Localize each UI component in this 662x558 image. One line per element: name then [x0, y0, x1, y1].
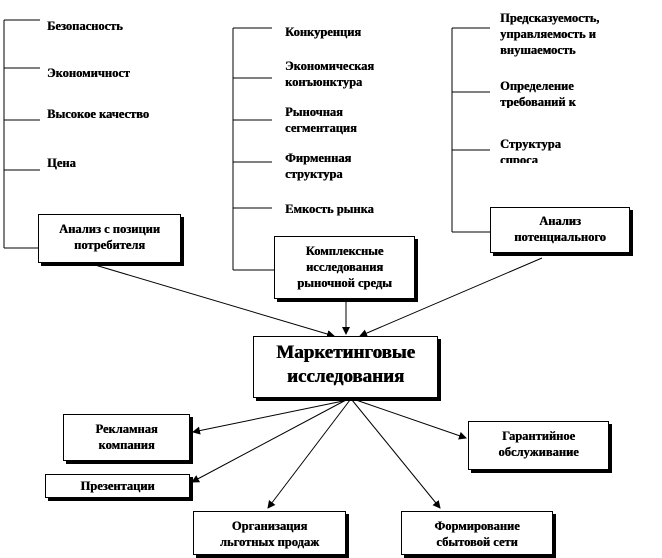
- factor-competition: Конкуренция: [285, 25, 362, 39]
- preferential-sales-line-2: льготных продаж: [219, 535, 320, 549]
- factor-market-segmentation: Рыночная сегментация: [285, 105, 357, 135]
- factor-demand-structure: Структура спроса: [500, 137, 561, 163]
- factor-economic-conjuncture: Экономическая конъюнктура: [285, 59, 375, 89]
- factor-economy: Экономичност: [47, 66, 130, 80]
- advertising-campaign-box: Рекламная компания: [63, 414, 190, 461]
- warranty-line-1: Гарантийное: [501, 429, 576, 443]
- potential-analysis-box: Анализ потенциального: [490, 207, 630, 253]
- presentations-line-1: Презентации: [80, 479, 155, 493]
- marketing-research-box: Маркетинговые исследования: [253, 336, 438, 398]
- consumer-analysis-box: Анализ с позиции потребителя: [38, 214, 181, 263]
- consumer-analysis-line-1: Анализ с позиции: [59, 222, 160, 236]
- market-environment-box: Комплексные исследования рыночной среды: [274, 236, 415, 299]
- sales-network-box: Формирование сбытовой сети: [401, 511, 553, 555]
- market-environment-line-2: исследования: [305, 260, 384, 274]
- factor-requirements: Определение требований к: [500, 79, 576, 108]
- presentations-box: Презентации: [45, 474, 190, 498]
- sales-network-line-2: сбытовой сети: [436, 535, 518, 549]
- potential-analysis-line-2: потенциального: [514, 230, 606, 244]
- sales-network-line-1: Формирование: [434, 519, 520, 533]
- potential-analysis-line-1: Анализ: [539, 214, 581, 228]
- market-environment-line-1: Комплексные: [305, 244, 384, 258]
- marketing-research-line-1: Маркетинговые: [276, 342, 415, 363]
- preferential-sales-line-1: Организация: [231, 519, 308, 533]
- factor-predictability: Предсказуемость, управляемость и внушаем…: [500, 11, 600, 57]
- advertising-line-2: компания: [98, 438, 155, 452]
- marketing-research-line-2: исследования: [286, 366, 405, 387]
- preferential-sales-box: Организация льготных продаж: [193, 511, 346, 555]
- factor-safety: Безопасность: [47, 19, 123, 33]
- factor-market-capacity: Емкость рынка: [285, 202, 374, 216]
- factor-price: Цена: [47, 156, 76, 170]
- advertising-line-1: Рекламная: [95, 422, 158, 436]
- warranty-service-box: Гарантийное обслуживание: [468, 421, 609, 470]
- warranty-line-2: обслуживание: [498, 445, 579, 459]
- factor-quality: Высокое качество: [47, 107, 149, 121]
- market-environment-line-3: рыночной среды: [297, 276, 392, 290]
- consumer-analysis-line-2: потребителя: [74, 238, 145, 252]
- factor-firm-structure: Фирменная структура: [285, 151, 352, 181]
